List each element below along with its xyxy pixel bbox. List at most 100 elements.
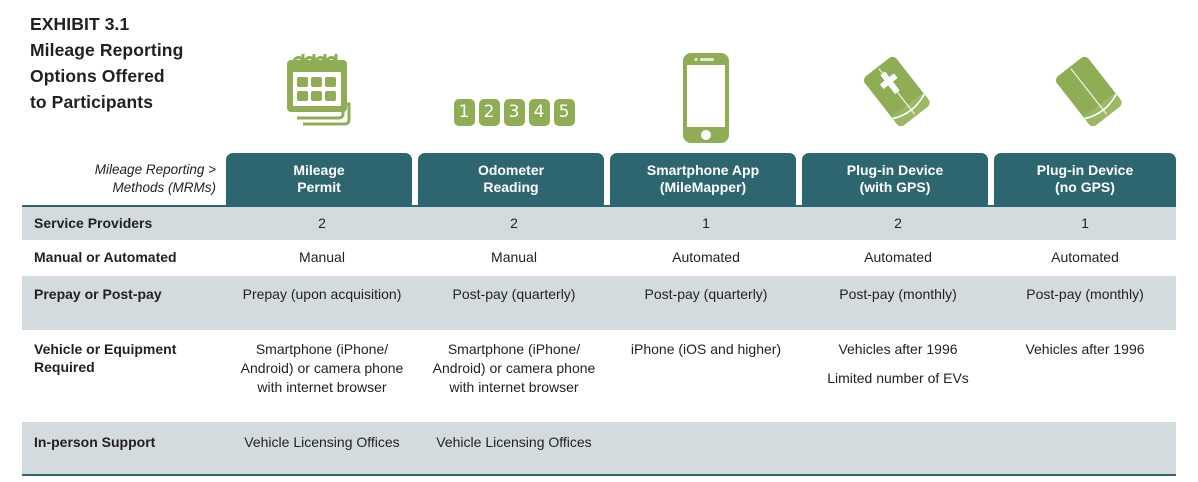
cell-text: Vehicle Licensing Offices: [244, 433, 400, 450]
table-cell: 2: [802, 207, 994, 240]
column-header-smartphone-app[interactable]: Smartphone App (MileMapper): [610, 153, 796, 205]
table-header-row: Mileage Reporting > Methods (MRMs) Milea…: [22, 153, 1176, 205]
exhibit-title: EXHIBIT 3.1 Mileage Reporting Options Of…: [30, 12, 245, 116]
cell-text: 2: [510, 215, 518, 231]
table-corner-label: Mileage Reporting > Methods (MRMs): [22, 153, 226, 205]
table-cell: Manual: [418, 240, 610, 275]
table-cell: 1: [610, 207, 802, 240]
cell-text: 2: [894, 215, 902, 231]
column-header-plugin-no-gps[interactable]: Plug-in Device (no GPS): [994, 153, 1176, 205]
icon-cell-plugin-gps: [802, 40, 994, 152]
table-cell: 1: [994, 207, 1176, 240]
table-row: Vehicle or Equipment Required Smartphone…: [22, 329, 1176, 422]
cell-text: Smartphone (iPhone/ Android) or camera p…: [240, 340, 404, 396]
cell-text: 2: [318, 215, 326, 231]
table-cell: Prepay (upon acquisition): [226, 276, 418, 330]
table-cell: Vehicle Licensing Offices: [418, 422, 610, 474]
odometer-digit: 3: [503, 99, 525, 126]
column-header-line-2: (MileMapper): [659, 179, 747, 195]
cell-text: Manual: [299, 249, 345, 266]
cell-text: Automated: [1051, 249, 1119, 266]
cell-text: Post-pay (monthly): [839, 285, 957, 302]
icon-cell-mileage-permit: [226, 40, 418, 152]
table-cell: Post-pay (monthly): [802, 276, 994, 330]
table-cell: Vehicles after 1996 Limited number of EV…: [802, 330, 994, 422]
row-label: Service Providers: [34, 215, 153, 231]
table-cell: 2: [418, 207, 610, 240]
mrm-comparison-table: Mileage Reporting > Methods (MRMs) Milea…: [22, 153, 1176, 476]
plug-in-device-gps-icon: [863, 56, 930, 127]
row-label: Manual or Automated: [34, 249, 177, 266]
row-label: Prepay or Post-pay: [34, 285, 162, 302]
cell-text: Limited number of EVs: [827, 369, 969, 386]
table-cell: Vehicle Licensing Offices: [226, 422, 418, 474]
cell-text: Post-pay (monthly): [1026, 285, 1144, 302]
cell-text: Vehicles after 1996: [1025, 340, 1145, 357]
row-label: In-person Support: [34, 433, 156, 450]
table-cell: Smartphone (iPhone/ Android) or camera p…: [226, 330, 418, 422]
table-row: Prepay or Post-pay Prepay (upon acquisit…: [22, 275, 1176, 330]
table-cell: Automated: [994, 240, 1176, 275]
cell-text: 1: [702, 215, 710, 231]
odometer-digits-icon: 1 2 3 4 5: [453, 99, 575, 126]
cell-text: Vehicles after 1996: [838, 340, 958, 357]
calendar-icon: [287, 54, 351, 126]
smartphone-icon: [683, 53, 729, 143]
table-cell: [994, 422, 1176, 474]
odometer-digit: 4: [528, 99, 550, 126]
cell-text: iPhone (iOS and higher): [630, 340, 782, 357]
column-header-plugin-with-gps[interactable]: Plug-in Device (with GPS): [802, 153, 988, 205]
cell-text: 1: [1081, 215, 1089, 231]
icon-cell-plugin-nogps: [994, 40, 1186, 152]
title-line-1: EXHIBIT 3.1: [30, 14, 130, 34]
cell-text: Automated: [864, 249, 932, 266]
column-header-mileage-permit[interactable]: Mileage Permit: [226, 153, 412, 205]
column-header-line-2: Permit: [297, 179, 341, 195]
odometer-digit: 1: [453, 99, 475, 126]
table-cell: 2: [226, 207, 418, 240]
icon-cell-odometer-reading: 1 2 3 4 5: [418, 40, 610, 152]
cell-text: Prepay (upon acquisition): [242, 285, 402, 302]
column-header-line-1: Smartphone App: [646, 161, 760, 178]
cell-text: Post-pay (quarterly): [452, 285, 576, 302]
table-cell: [802, 422, 994, 474]
icon-cell-smartphone-app: [610, 40, 802, 152]
table-cell: [610, 422, 802, 474]
title-line-2: Mileage Reporting: [30, 39, 184, 60]
title-line-3: Options Offered: [30, 65, 165, 86]
cell-text: Manual: [491, 249, 537, 266]
column-header-line-1: Plug-in Device: [846, 161, 944, 178]
title-line-4: to Participants: [30, 91, 154, 112]
odometer-digit: 5: [553, 99, 575, 126]
table-row: Service Providers 2 2 1 2 1: [22, 207, 1176, 241]
table-row: In-person Support Vehicle Licensing Offi…: [22, 421, 1176, 476]
table-cell: Post-pay (quarterly): [610, 276, 802, 330]
column-header-odometer-reading[interactable]: Odometer Reading: [418, 153, 604, 205]
column-header-line-1: Odometer: [477, 161, 545, 178]
header-divider: [22, 205, 1176, 207]
corner-label-line-2: Methods (MRMs): [112, 180, 216, 195]
cell-text: Automated: [672, 249, 740, 266]
odometer-digit: 2: [478, 99, 500, 126]
plug-in-device-icon: [1055, 56, 1122, 127]
table-cell: Smartphone (iPhone/ Android) or camera p…: [418, 330, 610, 422]
row-label: Vehicle or Equipment Required: [34, 340, 177, 375]
column-header-line-2: (with GPS): [859, 179, 931, 195]
cell-text: Post-pay (quarterly): [644, 285, 768, 302]
cell-text: Smartphone (iPhone/ Android) or camera p…: [432, 340, 596, 396]
table-cell: Automated: [802, 240, 994, 275]
table-row: Manual or Automated Manual Manual Automa…: [22, 240, 1176, 276]
column-header-line-2: (no GPS): [1055, 179, 1115, 195]
cell-text: Vehicle Licensing Offices: [436, 433, 592, 450]
table-cell: Post-pay (quarterly): [418, 276, 610, 330]
table-cell: Manual: [226, 240, 418, 275]
column-header-line-1: Plug-in Device: [1036, 161, 1134, 178]
icon-strip: 1 2 3 4 5: [226, 40, 1176, 152]
column-header-line-1: Mileage: [293, 161, 345, 178]
table-cell: Post-pay (monthly): [994, 276, 1176, 330]
table-cell: Automated: [610, 240, 802, 275]
corner-label-line-1: Mileage Reporting >: [94, 161, 216, 177]
column-header-line-2: Reading: [483, 179, 539, 195]
table-cell: iPhone (iOS and higher): [610, 330, 802, 422]
